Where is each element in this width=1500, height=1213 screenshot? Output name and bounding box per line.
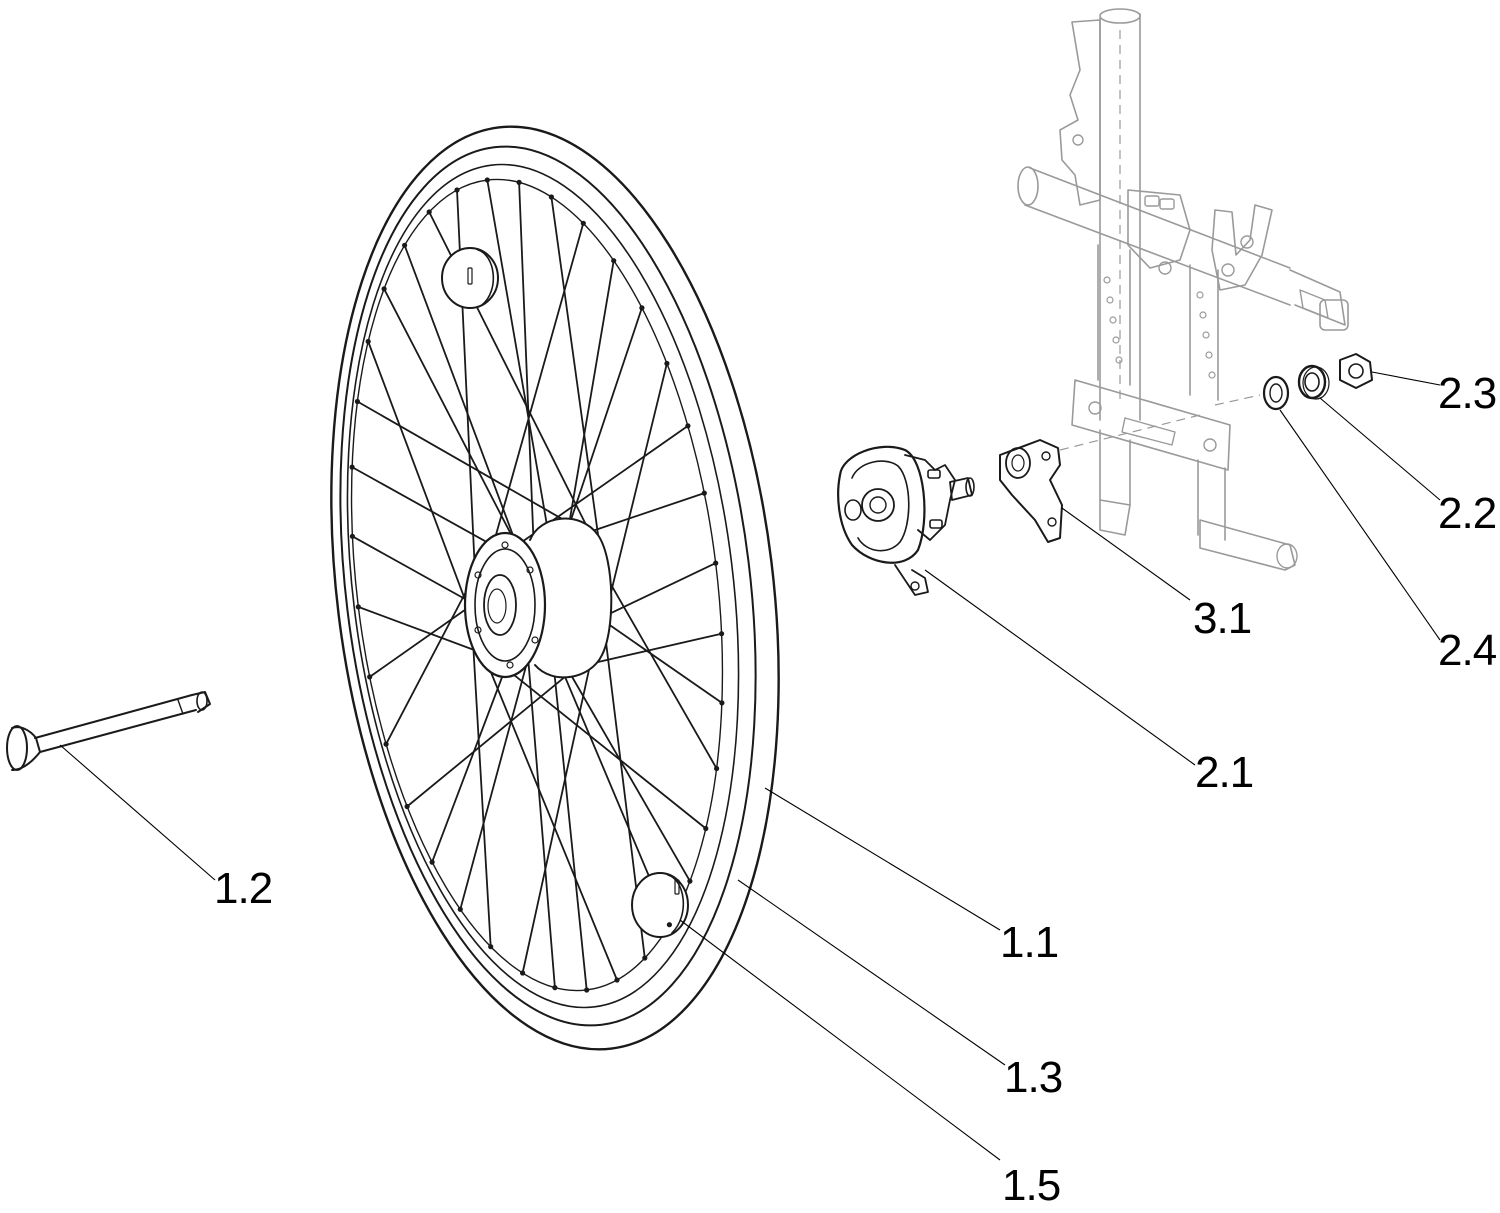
spoke-nipple [639, 305, 645, 311]
spoke [491, 222, 585, 549]
spoke [503, 666, 707, 830]
leader-1-1 [764, 787, 1001, 931]
spoke [550, 643, 588, 991]
callout-2-3: 2.3 [1438, 369, 1496, 418]
leader-lines [59, 371, 1441, 1161]
spoke-nipple [664, 360, 670, 367]
spoke-nipple [367, 674, 373, 680]
callout-1-3: 1.3 [1004, 1053, 1062, 1102]
wheel-spokes [351, 179, 723, 991]
spoke-nipple [349, 533, 355, 539]
leader-2-4 [1279, 409, 1441, 641]
spoke-nipple [719, 700, 725, 706]
wheel-hub [463, 517, 613, 679]
spoke-nipple [355, 604, 361, 610]
spoke [521, 661, 592, 974]
leader-2-2 [1319, 397, 1441, 501]
spoke [403, 244, 519, 549]
spoke-nipple [552, 985, 558, 991]
rail-holes [1103, 276, 1216, 379]
spoke-nipple [714, 765, 720, 772]
spoke-nipples [349, 177, 725, 993]
spoke-nipple [611, 258, 617, 264]
spoke [357, 606, 485, 655]
callout-2-4: 2.4 [1438, 626, 1497, 675]
spoke-nipple [713, 560, 719, 566]
spoke-nipple [548, 194, 555, 200]
spoke-nipple [520, 970, 526, 976]
spoke [602, 569, 718, 770]
spoke-nipple [685, 423, 691, 429]
spoke-nipple [404, 803, 410, 810]
spoke [351, 466, 496, 548]
spoke [568, 259, 615, 526]
callout-2-1: 2.1 [1195, 748, 1253, 797]
spoke [568, 670, 691, 882]
part-axle-1-2 [6, 691, 211, 771]
spoke-nipple [719, 631, 725, 637]
spoke [526, 650, 556, 989]
spoke [588, 492, 706, 533]
chassis-frame [1017, 8, 1349, 571]
spoke-nipple [580, 220, 586, 226]
spoke [406, 671, 572, 808]
spoke-nipple [402, 242, 408, 248]
part-reflector-1-5 [441, 247, 689, 938]
spoke-nipple [457, 906, 463, 912]
spoke [470, 613, 492, 948]
part-washer-2-4 [1262, 375, 1290, 411]
spoke-nipple [516, 179, 522, 185]
part-wheel-1-1 [330, 125, 780, 1051]
spoke-nipple [381, 286, 387, 292]
spoke-nipple [426, 209, 432, 215]
callout-1-1: 1.1 [1000, 918, 1058, 967]
spoke [385, 571, 477, 745]
spoke-nipple [484, 177, 490, 183]
spoke-nipple [365, 338, 371, 345]
spoke [588, 632, 723, 665]
spoke-nipple [349, 464, 355, 470]
spoke-nipple [383, 741, 389, 747]
callout-1-5: 1.5 [1002, 1161, 1060, 1210]
spoke-nipple [429, 859, 435, 865]
spoke-nipple [642, 955, 648, 961]
leader-1-5 [679, 919, 1001, 1161]
spoke [486, 179, 553, 553]
callout-2-2: 2.2 [1438, 489, 1496, 538]
spoke [356, 400, 572, 525]
spoke [550, 196, 605, 576]
leader-1-3 [737, 879, 1006, 1066]
spoke-nipple [687, 878, 693, 884]
spoke [518, 181, 536, 577]
spoke-nipple [354, 398, 360, 405]
part-hub-adapter-2-1 [837, 445, 975, 596]
callout-1-2: 1.2 [214, 864, 272, 913]
leader-1-2 [59, 744, 216, 881]
leader-2-3 [1371, 371, 1441, 386]
spoke-nipple [614, 977, 620, 983]
spoke-nipple [666, 922, 673, 928]
spoke [602, 362, 668, 627]
spoke [367, 340, 473, 619]
callout-3-1: 3.1 [1193, 594, 1251, 643]
part-bearing-2-2 [1297, 364, 1330, 400]
spoke-nipple [701, 490, 707, 496]
spoke-nipple [488, 944, 494, 950]
part-bracket-3-1 [999, 439, 1063, 543]
leader-2-1 [924, 569, 1196, 766]
spoke [481, 650, 618, 981]
spoke [431, 666, 507, 863]
part-nut-2-3 [1339, 353, 1373, 389]
spoke-nipple [454, 187, 460, 193]
spoke-nipple [584, 987, 590, 993]
callout-labels: 1.2 1.1 1.3 1.5 2.1 3.1 2.4 2.2 2.3 [214, 369, 1498, 1210]
leader-3-1 [1061, 507, 1191, 601]
spoke-nipple [703, 825, 709, 832]
